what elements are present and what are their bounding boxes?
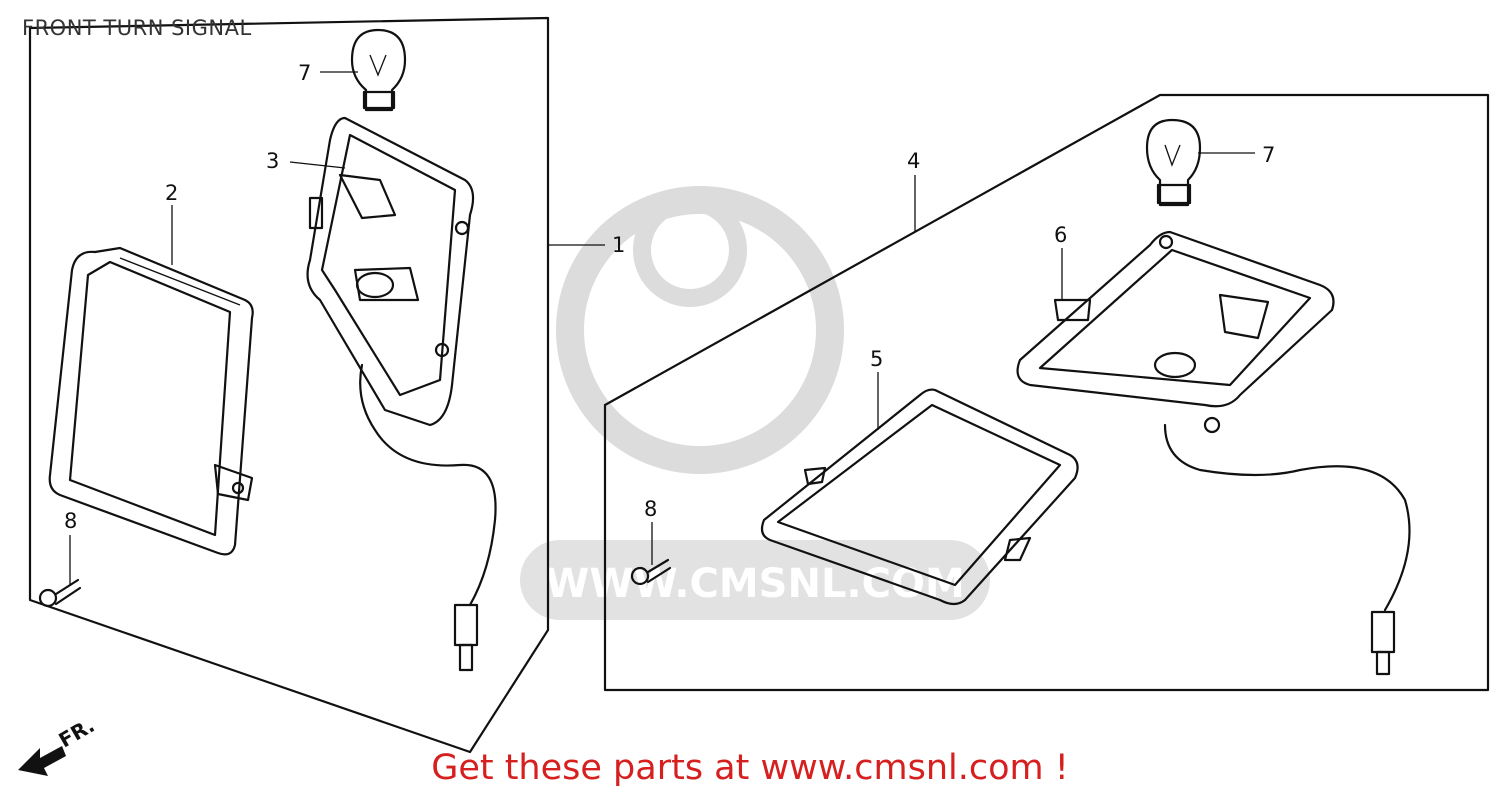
housing-left: [306, 116, 475, 427]
callout-7a: 7: [298, 61, 311, 85]
right-assembly: 7 4 6 5 8: [603, 93, 1490, 692]
page-title: FRONT TURN SIGNAL: [22, 16, 252, 40]
callout-2: 2: [165, 181, 178, 205]
wire-right: [1163, 423, 1411, 612]
bulb-left: [350, 28, 407, 112]
watermark: WWW.CMSNL.COM: [520, 186, 990, 620]
leader-3: [289, 161, 346, 169]
left-group-frame: [28, 16, 550, 754]
callout-8a: 8: [64, 509, 77, 533]
connector-left: [453, 603, 479, 647]
callout-3: 3: [266, 149, 279, 173]
left-assembly: 7 3 2 1 8: [28, 16, 625, 754]
right-group-frame: [603, 93, 1490, 692]
screw-left: [38, 578, 82, 608]
callout-5: 5: [870, 347, 883, 371]
callout-6: 6: [1054, 223, 1067, 247]
lens-part-2: [48, 246, 254, 556]
callout-8b: 8: [644, 497, 657, 521]
callout-7b: 7: [1262, 143, 1275, 167]
direction-label: FR.: [55, 713, 99, 752]
screw-right: [630, 558, 672, 586]
wire-left: [359, 363, 497, 607]
lens-part-5: [760, 388, 1079, 606]
bulb-right: [1145, 118, 1202, 207]
footer-link-text[interactable]: Get these parts at www.cmsnl.com !: [431, 748, 1069, 788]
connector-right: [1370, 610, 1396, 654]
watermark-text: WWW.CMSNL.COM: [545, 561, 965, 607]
arrow-icon: [18, 746, 66, 776]
watermark-band: [520, 540, 990, 620]
callout-1: 1: [612, 233, 625, 257]
housing-right: [1016, 230, 1335, 434]
callout-4: 4: [907, 149, 920, 173]
